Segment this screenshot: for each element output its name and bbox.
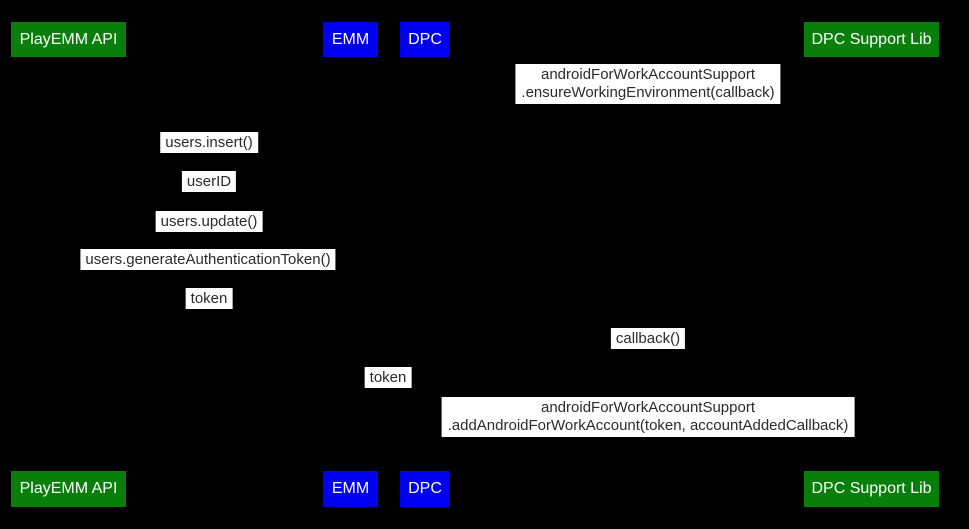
actor-emm-top: EMM (323, 22, 378, 57)
actor-playemm-api-bottom: PlayEMM API (11, 471, 126, 507)
actor-dpc-support-lib-top: DPC Support Lib (804, 22, 939, 57)
message-line: .addAndroidForWorkAccount(token, account… (447, 417, 849, 434)
actor-dpc-top: DPC (400, 22, 450, 57)
message-token-response: token (185, 288, 233, 309)
message-user-id: userID (181, 171, 237, 192)
actor-emm-bottom: EMM (323, 471, 378, 507)
actor-dpc-bottom: DPC (400, 471, 450, 507)
actor-playemm-api-top: PlayEMM API (11, 22, 126, 57)
actor-dpc-support-lib-bottom: DPC Support Lib (804, 471, 939, 507)
message-generate-authentication-token: users.generateAuthenticationToken() (80, 249, 336, 270)
message-ensure-working-environment: androidForWorkAccountSupport .ensureWork… (515, 64, 781, 104)
message-users-update: users.update() (155, 211, 263, 232)
message-callback: callback() (610, 328, 686, 349)
message-token-forward: token (364, 367, 412, 388)
message-line: androidForWorkAccountSupport (540, 66, 755, 83)
message-line: .ensureWorkingEnvironment(callback) (521, 84, 775, 101)
message-add-android-for-work-account: androidForWorkAccountSupport .addAndroid… (441, 397, 855, 437)
message-line: androidForWorkAccountSupport (541, 399, 755, 416)
message-users-insert: users.insert() (160, 132, 258, 153)
